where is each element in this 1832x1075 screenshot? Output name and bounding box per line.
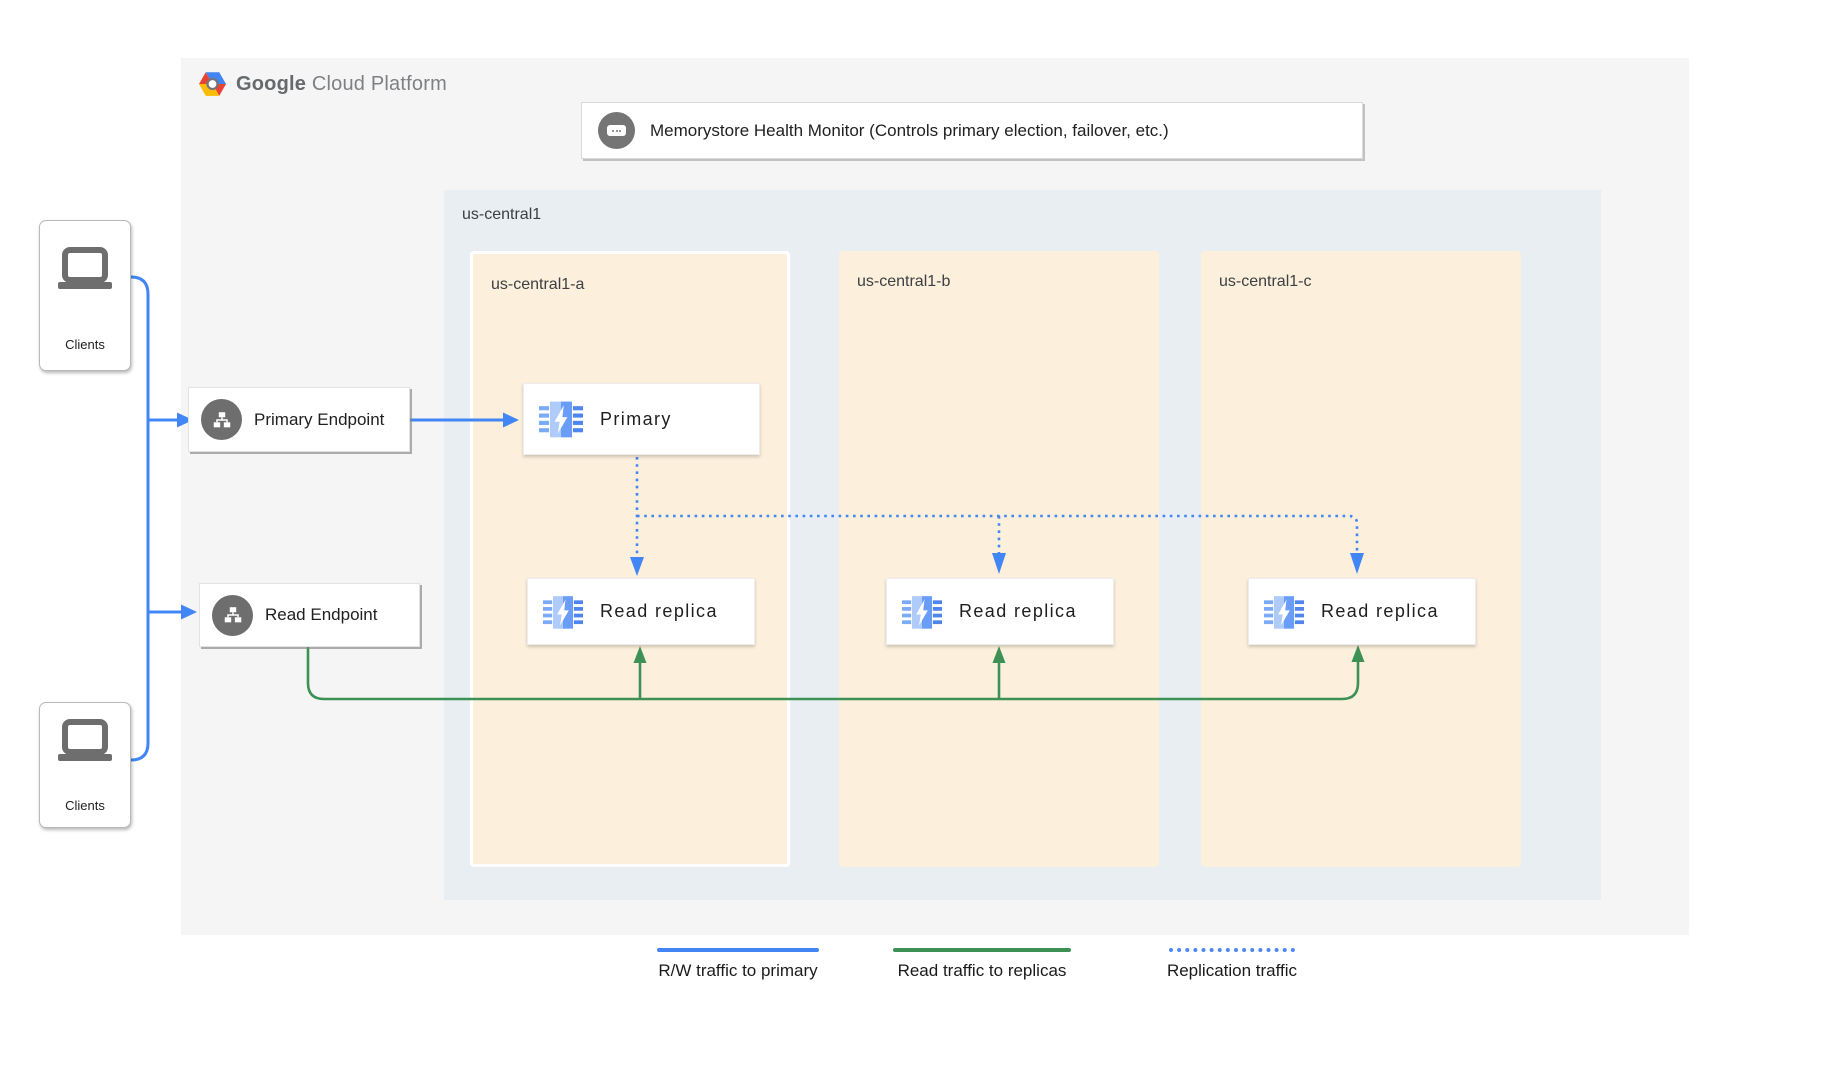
primary-node: Primary: [523, 383, 760, 455]
region-us-central1: us-central1 us-central1-a us-central1-b …: [444, 190, 1601, 900]
laptop-icon: [56, 719, 114, 765]
gcp-logo-google: Google: [236, 72, 307, 95]
legend-line-blue-solid: [657, 948, 819, 952]
legend-label-read: Read traffic to replicas: [897, 961, 1067, 980]
gcp-logo-text: Google Cloud Platform: [236, 73, 447, 96]
health-monitor-box: Memorystore Health Monitor (Controls pri…: [581, 102, 1363, 159]
zone-us-central1-b: us-central1-b: [839, 251, 1159, 867]
gcp-logo-suffix: Cloud Platform: [311, 72, 447, 95]
read-replica-label: Read replica: [1321, 601, 1439, 621]
read-replica-node-c: Read replica: [1248, 578, 1476, 645]
clients-label: Clients: [65, 337, 105, 352]
network-endpoint-icon: [201, 399, 242, 440]
memorystore-icon: [542, 592, 584, 632]
gcp-logo: Google Cloud Platform: [199, 72, 447, 96]
clients-box-top: Clients: [39, 220, 131, 371]
zone-c-label: us-central1-c: [1219, 273, 1312, 290]
zone-b-label: us-central1-b: [857, 273, 951, 290]
legend-label-rw: R/W traffic to primary: [658, 961, 818, 980]
primary-endpoint-label: Primary Endpoint: [254, 409, 385, 429]
legend-item-rw-traffic: R/W traffic to primary: [628, 948, 848, 981]
read-replica-node-b: Read replica: [886, 578, 1114, 645]
primary-endpoint-node: Primary Endpoint: [188, 387, 410, 452]
health-monitor-icon: [598, 112, 635, 149]
read-endpoint-node: Read Endpoint: [199, 583, 420, 647]
memorystore-icon: [1263, 592, 1305, 632]
gcp-hexagon-icon: [199, 72, 226, 96]
region-label: us-central1: [462, 206, 542, 223]
zone-us-central1-a: us-central1-a: [470, 251, 790, 867]
clients-label: Clients: [65, 798, 105, 813]
zone-us-central1-c: us-central1-c: [1201, 251, 1521, 867]
health-monitor-label: Memorystore Health Monitor (Controls pri…: [650, 120, 1169, 140]
zone-a-label: us-central1-a: [491, 276, 585, 293]
read-endpoint-label: Read Endpoint: [265, 605, 378, 624]
read-replica-label: Read replica: [600, 601, 718, 621]
legend-item-replication-traffic: Replication traffic: [1122, 948, 1342, 981]
rw-client-trunk-line: [130, 275, 181, 762]
legend-line-green-solid: [893, 948, 1071, 952]
legend-line-blue-dotted: [1169, 948, 1295, 952]
clients-box-bottom: Clients: [39, 702, 131, 828]
read-replica-label: Read replica: [959, 601, 1077, 621]
legend-item-read-traffic: Read traffic to replicas: [872, 948, 1092, 981]
legend-label-replication: Replication traffic: [1166, 961, 1298, 980]
read-replica-node-a: Read replica: [527, 578, 755, 645]
laptop-icon: [56, 247, 114, 293]
primary-label: Primary: [600, 408, 672, 429]
network-endpoint-icon: [212, 594, 253, 636]
memorystore-icon: [901, 592, 943, 632]
memorystore-icon: [538, 397, 584, 441]
